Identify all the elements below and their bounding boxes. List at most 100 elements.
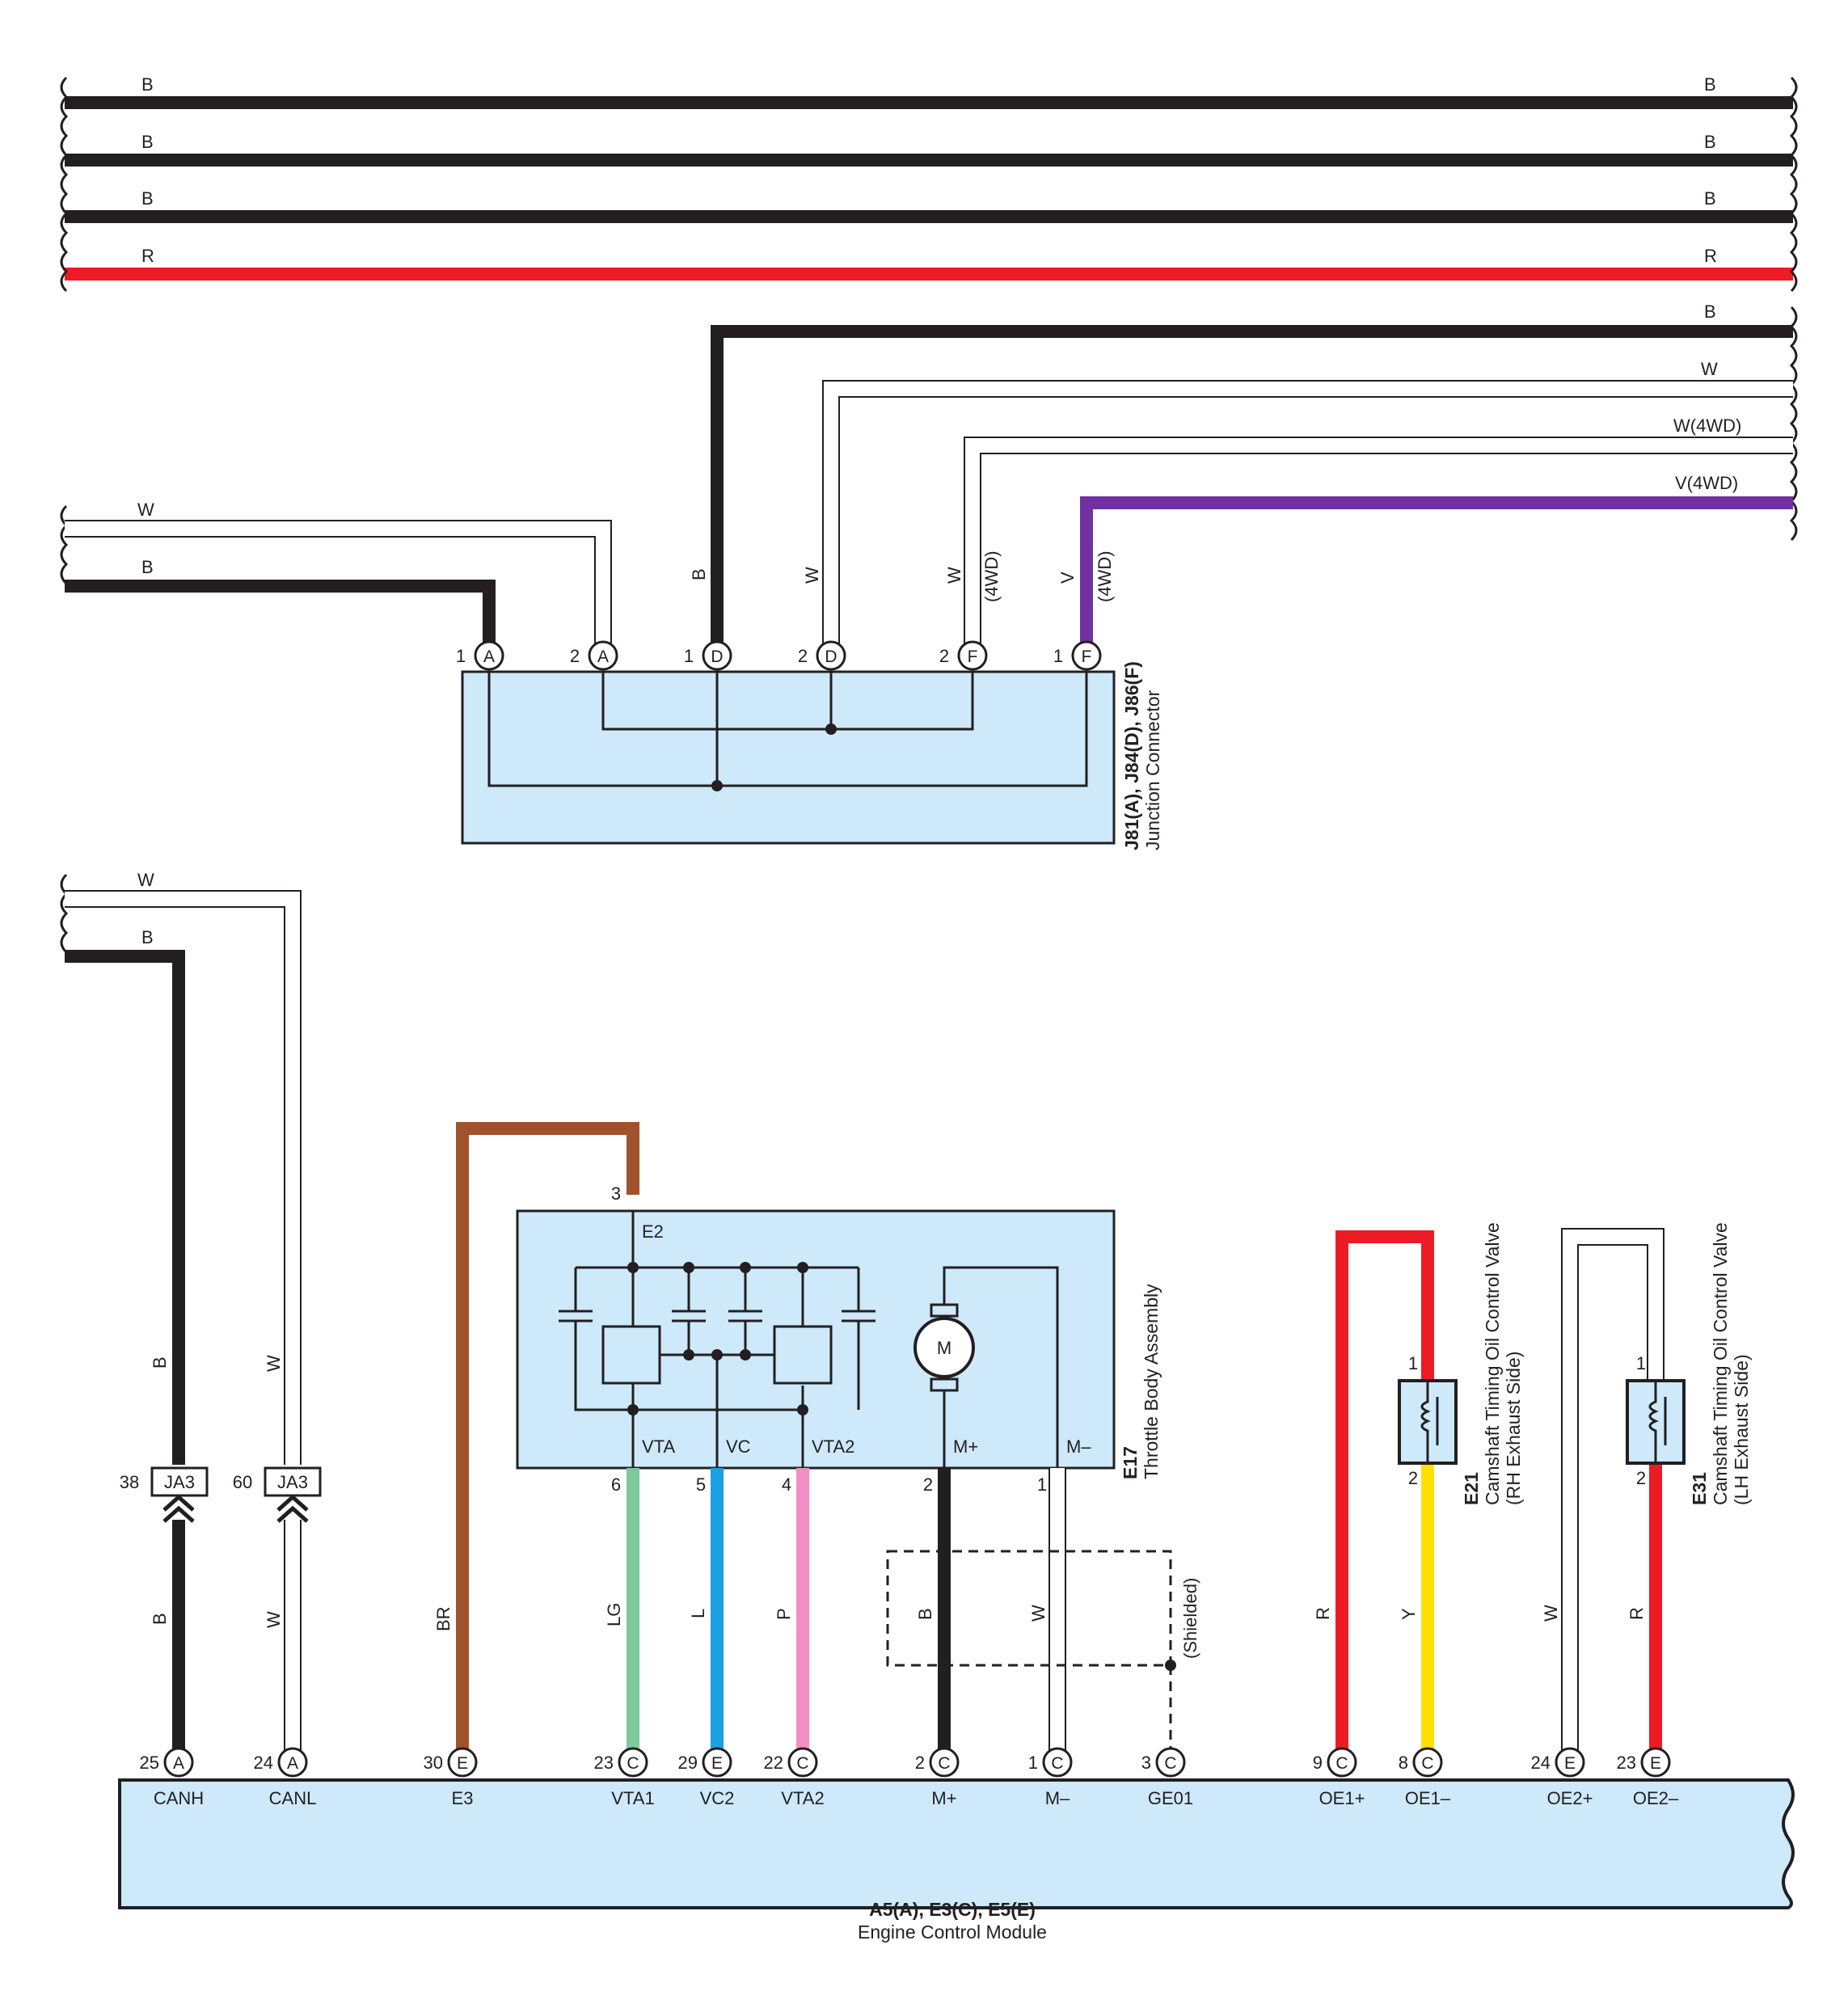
break-mark-left-low: [60, 873, 69, 954]
valve-e21-side: (RH Exhaust Side): [1503, 1352, 1524, 1505]
junction-pin-1f: F 1: [1053, 640, 1102, 671]
ecm-pin-mplus: C2M+: [915, 1747, 960, 1808]
can-wire-b-upper: [65, 950, 185, 1465]
e2-wire-br: [456, 1122, 639, 1751]
throttle-terminal-mplus: M+: [953, 1436, 978, 1457]
junction-vertical-label-w2-4wd: (4WD): [981, 551, 1002, 602]
throttle-terminal-e2: E2: [642, 1221, 664, 1242]
ecm-terminal-label: CANL: [269, 1788, 317, 1808]
ecm-pin-number: 2: [915, 1753, 925, 1773]
throttle-bottom-pin-4: 4: [782, 1474, 791, 1495]
throttle-body-id: E17: [1120, 1446, 1141, 1479]
ja3-connector-38: JA3 38: [120, 1466, 209, 1523]
junction-wire-v4wd: [1080, 496, 1793, 645]
oe1-wire-r: [1335, 1230, 1434, 1751]
throttle-bottom-pin-5: 5: [696, 1474, 706, 1495]
top-wire-2-left-label: B: [141, 132, 154, 152]
svg-text:1: 1: [684, 646, 694, 666]
can-lower-label-b: B: [150, 1613, 170, 1625]
throttle-bottom-pin-1: 1: [1037, 1474, 1047, 1495]
ja3-connector-60: JA3 60: [233, 1466, 322, 1523]
junction-wire-w4wd-inner: [965, 438, 1793, 653]
svg-text:1: 1: [1053, 646, 1063, 666]
ecm-pin-letter: C: [938, 1754, 950, 1773]
ecm-pin-number: 24: [1531, 1753, 1551, 1773]
ecm-terminal-label: VTA1: [611, 1788, 654, 1808]
valve-e31-name: Camshaft Timing Oil Control Valve: [1710, 1222, 1731, 1505]
junction-pin-1a: A 1: [456, 640, 504, 671]
junction-left-wire-b: [65, 580, 496, 645]
junction-pin-2d: D 2: [798, 640, 846, 671]
ecm-pin-number: 3: [1141, 1753, 1151, 1773]
ecm-pin-letter: C: [796, 1754, 808, 1773]
can-section: W B B W JA3 38 JA3 60 B W: [65, 870, 322, 1751]
ecm-pin-number: 8: [1399, 1753, 1408, 1773]
ecm-pin-number: 23: [594, 1753, 614, 1773]
svg-text:D: D: [711, 648, 723, 666]
ecm-terminal-label: OE1+: [1319, 1788, 1365, 1808]
ecm-terminal-label: GE01: [1148, 1788, 1193, 1808]
ecm-pin-letter: A: [287, 1754, 298, 1773]
valve-e21-name: Camshaft Timing Oil Control Valve: [1482, 1222, 1503, 1505]
harness-label-y: Y: [1399, 1608, 1419, 1620]
ecm-pin-row: A25CANHA24CANLE30E3C23VTA1E29VC2C22VTA2C…: [140, 1747, 1679, 1808]
ecm-pin-letter: C: [627, 1754, 639, 1773]
can-upper-label-w: W: [264, 1355, 284, 1372]
ecm-pin-letter: A: [173, 1754, 184, 1773]
junction-vertical-label-w1: W: [802, 567, 822, 584]
ecm-terminal-label: OE2–: [1633, 1788, 1679, 1808]
ecm-terminal-label: CANH: [154, 1788, 204, 1808]
ecm-pin-number: 30: [424, 1753, 443, 1773]
harness-label-w: W: [1028, 1605, 1048, 1622]
harness-label-br: BR: [433, 1606, 454, 1631]
shielded-label: (Shielded): [1180, 1578, 1200, 1659]
throttle-top-pin: 3: [611, 1183, 621, 1204]
throttle-body-name: Throttle Body Assembly: [1141, 1284, 1162, 1479]
throttle-terminal-vc: VC: [726, 1436, 751, 1457]
top-wire-1-left-label: B: [141, 74, 154, 95]
can-left-label-w: W: [137, 870, 154, 890]
ecm-pin-letter: C: [1051, 1754, 1063, 1773]
junction-wire-w-inner: [824, 382, 1793, 653]
svg-text:F: F: [1082, 648, 1092, 666]
ecm-pin-number: 9: [1313, 1753, 1323, 1773]
junction-node-1: [825, 723, 837, 735]
top-wire-3-right-label: B: [1704, 188, 1716, 209]
valve-e21-pin-bottom: 2: [1408, 1468, 1418, 1488]
junction-right-label-b: B: [1704, 302, 1716, 322]
shield-box: [886, 1550, 1172, 1667]
throttle-circuit-nodes: [627, 1262, 808, 1415]
junction-left-wire-w-inner: [65, 521, 610, 653]
harness-label-b: B: [915, 1608, 935, 1620]
throttle-terminal-vta2: VTA2: [812, 1436, 854, 1457]
valve-e31-side: (LH Exhaust Side): [1731, 1354, 1752, 1505]
svg-text:2: 2: [570, 646, 580, 666]
svg-text:JA3: JA3: [164, 1472, 195, 1492]
junction-pin-2f: F 2: [939, 640, 988, 671]
junction-internal-wiring: [487, 672, 1088, 787]
svg-text:2: 2: [939, 646, 949, 666]
ecm-pin-mminus: C1M–: [1028, 1747, 1073, 1808]
svg-text:38: 38: [120, 1472, 139, 1492]
ecm-terminal-label: VTA2: [781, 1788, 824, 1808]
ecm-terminal-label: M–: [1045, 1788, 1070, 1808]
shield-node: [1165, 1660, 1176, 1671]
junction-wire-w4wd: [964, 437, 1793, 653]
solenoid-coil-icon: [1420, 1381, 1439, 1463]
junction-left-label-w: W: [137, 500, 154, 520]
harness-label-p: P: [774, 1608, 794, 1620]
ecm-id: A5(A), E3(C), E5(E): [869, 1899, 1036, 1920]
ecm-terminal-label: OE2+: [1547, 1788, 1593, 1808]
ecm-pin-letter: E: [711, 1754, 723, 1773]
oe2-wire-w-inner: [1563, 1230, 1663, 1751]
solenoid-coil-icon: [1648, 1381, 1667, 1463]
ecm-pin-letter: E: [457, 1754, 468, 1773]
